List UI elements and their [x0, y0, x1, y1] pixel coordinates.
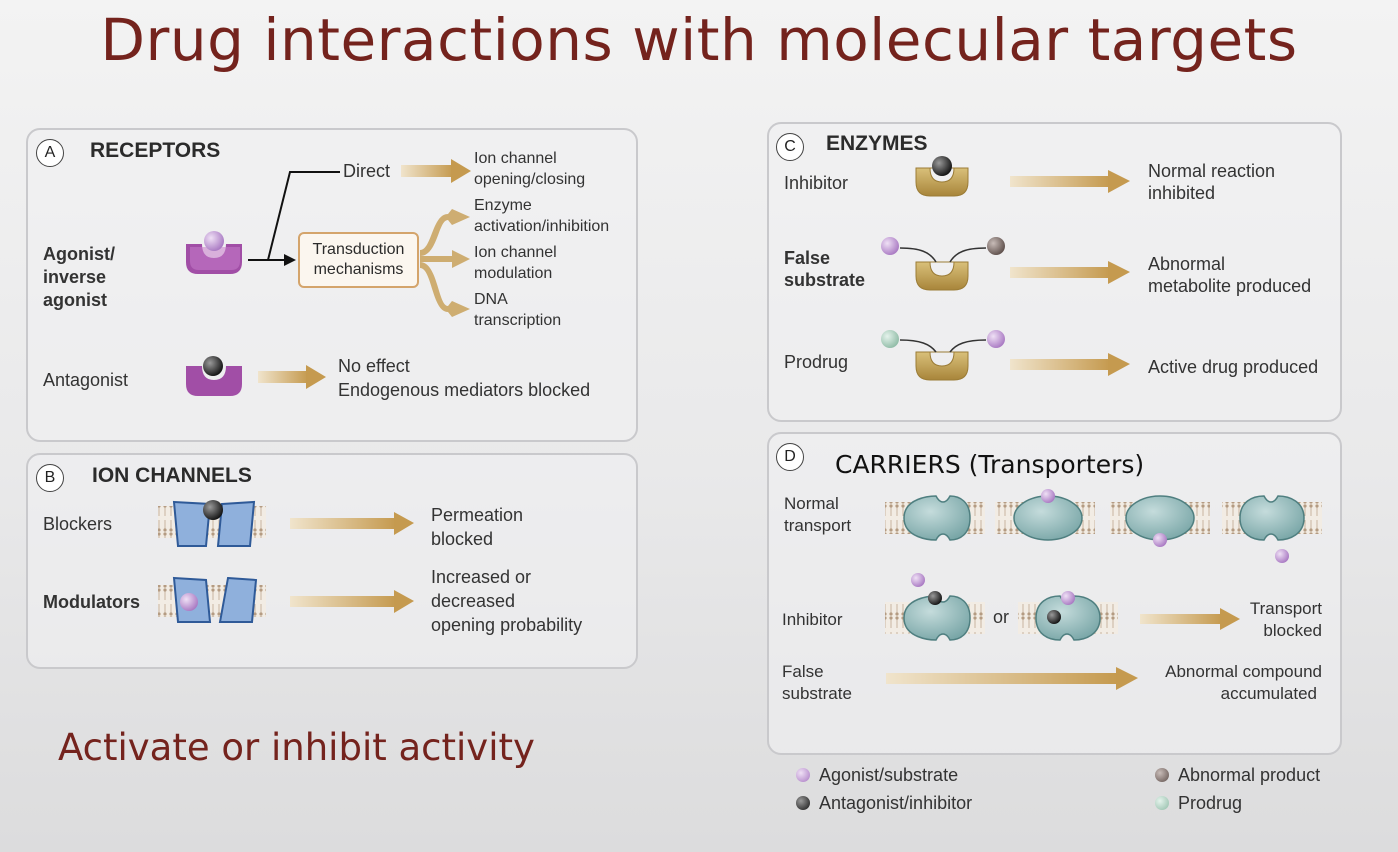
enzyme-inhibitor-label: Inhibitor: [784, 173, 849, 193]
permeation-1: Permeation: [431, 505, 524, 525]
enzyme-inh-out-1: Normal reaction: [1148, 161, 1276, 181]
false-substrate-2: substrate: [784, 270, 866, 290]
permeation-2: blocked: [431, 529, 494, 549]
no-effect-label: No effect: [338, 356, 410, 376]
carrier-false-out-1: Abnormal compound: [1165, 662, 1322, 681]
out-enzyme-2: activation/inhibition: [474, 218, 610, 235]
blocker-arrow: [290, 512, 414, 535]
out-mod-2: modulation: [474, 265, 553, 282]
carrier-inh-out-2: blocked: [1263, 621, 1322, 640]
panel-ion-channels: [26, 453, 638, 669]
antagonist-dot-icon: [796, 796, 810, 810]
agonist-label-3: agonist: [43, 290, 108, 310]
legend-antagonist: Antagonist/inhibitor: [796, 793, 972, 814]
enzyme-inhibitor-icon: [915, 156, 969, 197]
legend-prodrug: Prodrug: [1155, 793, 1242, 814]
enzyme-inh-out-2: inhibited: [1148, 183, 1216, 203]
prodrug-out: Active drug produced: [1148, 357, 1319, 377]
direct-label: Direct: [343, 161, 391, 181]
legend-agonist-label: Agonist/substrate: [819, 765, 959, 785]
legend-abnormal: Abnormal product: [1155, 765, 1320, 786]
out-ion-1: Ion channel: [474, 150, 557, 167]
out-ion-2: opening/closing: [474, 171, 586, 188]
false-substrate-1: False: [784, 248, 831, 268]
false-substrate-icon: [881, 237, 1005, 291]
out-dna-2: transcription: [474, 312, 562, 329]
carrier-inhibitor-label: Inhibitor: [782, 610, 843, 629]
legend-prodrug-label: Prodrug: [1178, 793, 1243, 813]
enzyme-inhibitor-arrow: [1010, 170, 1130, 193]
out-enzyme-1: Enzyme: [474, 197, 532, 214]
out-dna-1: DNA: [474, 291, 508, 308]
abnormal-dot-icon: [1155, 768, 1169, 782]
false-out-2: metabolite produced: [1148, 276, 1312, 296]
carrier-false-1: False: [782, 662, 824, 681]
mediators-blocked-label: Endogenous mediators blocked: [338, 380, 591, 400]
normal-transport-1: Normal: [784, 494, 839, 513]
page-title: Drug interactions with molecular targets: [100, 6, 1298, 74]
false-out-1: Abnormal: [1148, 254, 1226, 274]
channel-modulator-icon: [172, 576, 258, 623]
carrier-false-substrate-arrow: [886, 667, 1138, 690]
out-mod-1: Ion channel: [474, 244, 557, 261]
legend-abnormal-label: Abnormal product: [1178, 765, 1321, 785]
receptors-heading: RECEPTORS: [90, 139, 221, 162]
carrier-inhibitor-arrow: [1140, 608, 1240, 630]
enzymes-heading: ENZYMES: [826, 132, 928, 155]
mod-out-1: Increased or: [431, 567, 532, 587]
panel-b-letter: B: [36, 464, 64, 492]
prodrug-label: Prodrug: [784, 352, 849, 372]
prodrug-dot-icon: [1155, 796, 1169, 810]
normal-transport-2: transport: [784, 516, 852, 535]
receptor-agonist-icon: [186, 231, 242, 274]
panel-a-letter: A: [36, 139, 64, 167]
channel-blocker-icon: [172, 500, 256, 547]
agonist-label-1: Agonist/: [43, 244, 115, 264]
panel-carriers: [767, 432, 1342, 755]
panel-d-letter: D: [776, 443, 804, 471]
carrier-inhibitor-icons: [885, 573, 1118, 641]
carriers-heading: CARRIERS (Transporters): [835, 450, 1145, 479]
antagonist-arrow: [258, 365, 326, 389]
prodrug-icon: [881, 330, 1005, 381]
blockers-label: Blockers: [43, 514, 113, 534]
transduction-box: Transduction mechanisms: [298, 232, 419, 288]
prodrug-arrow: [1010, 353, 1130, 376]
legend-antagonist-label: Antagonist/inhibitor: [819, 793, 973, 813]
agonist-label-2: inverse: [43, 267, 107, 287]
carrier-inh-out-1: Transport: [1249, 599, 1322, 618]
modulators-label: Modulators: [43, 592, 140, 612]
transduction-line-1: Transduction: [312, 241, 405, 258]
subtitle: Activate or inhibit activity: [58, 726, 535, 769]
mod-out-2: decreased: [431, 591, 516, 611]
mod-out-3: opening probability: [431, 615, 583, 635]
transduction-fan: [420, 209, 470, 317]
transduction-line-2: mechanisms: [313, 261, 404, 278]
modulator-arrow: [290, 590, 414, 613]
false-substrate-arrow: [1010, 261, 1130, 284]
carrier-false-2: substrate: [782, 684, 852, 703]
antagonist-label: Antagonist: [43, 370, 129, 390]
panel-c-letter: C: [776, 133, 804, 161]
normal-transport-icons: [885, 489, 1322, 563]
carrier-false-out-2: accumulated: [1220, 684, 1317, 703]
agonist-dot-icon: [796, 768, 810, 782]
receptor-antagonist-icon: [186, 356, 242, 396]
or-label: or: [993, 607, 1010, 627]
ion-channels-heading: ION CHANNELS: [92, 464, 252, 487]
legend-agonist: Agonist/substrate: [796, 765, 958, 786]
direct-arrow: [401, 159, 471, 183]
